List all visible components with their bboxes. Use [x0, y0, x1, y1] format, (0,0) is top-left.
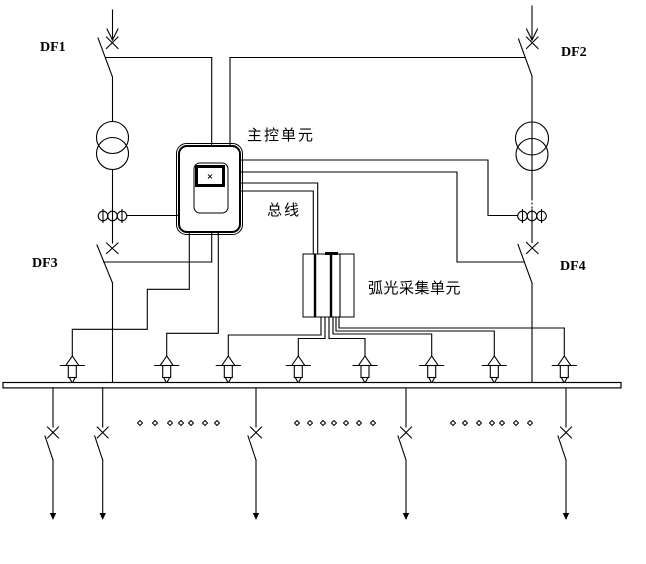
- breaker-x-icon: [525, 241, 539, 255]
- df3-label: DF3: [32, 256, 58, 271]
- bus-label: 总线: [267, 202, 301, 219]
- arc-sensor-icon: [419, 355, 445, 385]
- arc-sensor-icon: [352, 355, 378, 385]
- down-arrow-icon: [562, 513, 570, 520]
- down-arrow-icon: [402, 513, 410, 520]
- busbar: [2, 381, 622, 389]
- disconnect-blade: [557, 435, 567, 461]
- outgoing-feeder: [397, 387, 413, 520]
- arc-collection-unit-label: 弧光采集单元: [368, 280, 461, 297]
- down-arrow-icon: [252, 513, 260, 520]
- outgoing-feeder: [94, 387, 109, 520]
- down-arrow-icon: [525, 28, 539, 42]
- transformer-icon: [95, 120, 130, 171]
- arc-unit-sensor-wires: [227, 316, 565, 357]
- arc-sensor-icon: [154, 355, 180, 385]
- arc-collection-unit: [302, 252, 355, 318]
- incoming-feeder-df1: [95, 9, 213, 384]
- arc-sensor-icon: [59, 355, 85, 385]
- df1-label: DF1: [40, 40, 66, 55]
- disconnect-blade: [397, 435, 407, 461]
- bus-wires: [239, 182, 319, 255]
- outgoing-feeder: [247, 387, 263, 520]
- display-glyph: ×: [207, 172, 214, 181]
- down-arrow-icon: [49, 513, 57, 520]
- link-main-to-df2-ct: [239, 159, 519, 217]
- outgoing-feeder: [44, 387, 60, 520]
- outgoing-feeders: [44, 387, 573, 520]
- ellipsis-diamonds: [136, 419, 534, 427]
- disconnect-blade: [94, 435, 104, 461]
- display-screen: [195, 165, 225, 187]
- breaker-x-icon: [525, 36, 539, 50]
- arc-sensor-icon: [215, 355, 241, 385]
- incoming-feeder-df2: [514, 5, 550, 384]
- down-arrow-icon: [99, 513, 106, 520]
- arc-sensor-icon: [481, 355, 507, 385]
- disconnect-blade: [44, 435, 54, 461]
- arc-sensor-icon: [285, 355, 311, 385]
- transformer-icon: [514, 121, 550, 172]
- outgoing-feeder: [557, 387, 573, 520]
- main-control-unit-label: 主控单元: [247, 127, 315, 144]
- df2-label: DF2: [561, 45, 587, 60]
- disconnect-blade: [96, 244, 114, 284]
- arc-sensor-icon: [551, 355, 577, 385]
- df4-label: DF4: [560, 259, 586, 274]
- top-tie-bus: [104, 56, 526, 147]
- current-transformers-icon: [97, 208, 128, 224]
- current-transformers-icon: [517, 208, 547, 224]
- link-main-to-df4: [239, 171, 525, 263]
- breaker-x-icon: [105, 242, 119, 255]
- disconnect-blade: [247, 435, 257, 461]
- down-arrow-icon: [106, 28, 119, 42]
- disconnect-blade: [517, 243, 533, 284]
- main-control-unit: ×: [176, 143, 243, 235]
- main-unit-sensor-wires: [71, 232, 219, 357]
- arc-sensors: [59, 355, 577, 385]
- breaker-x-icon: [105, 36, 119, 50]
